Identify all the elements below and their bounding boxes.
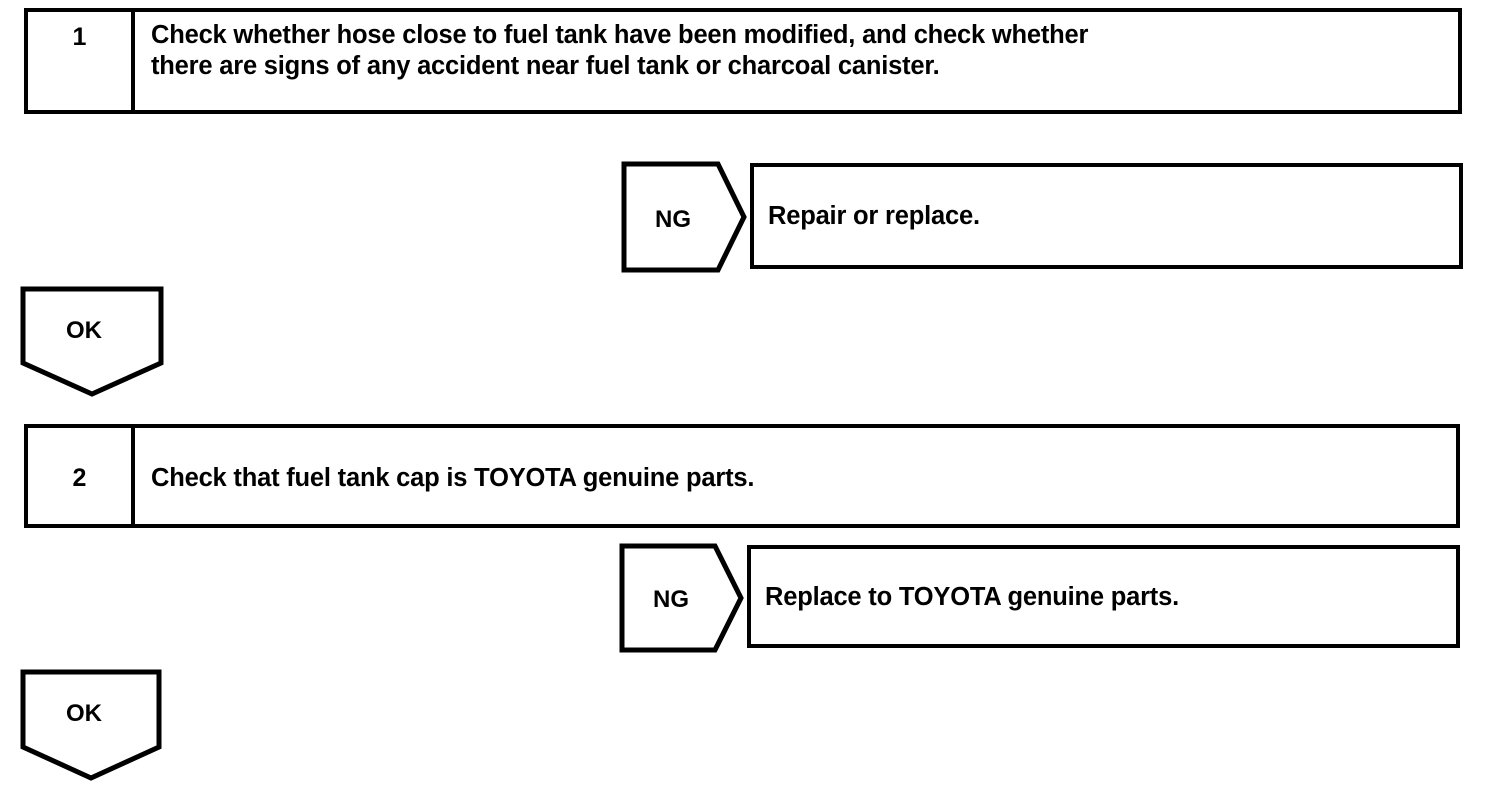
ng-action-text-1: Repair or replace. bbox=[768, 202, 980, 230]
ng-chevron-2: NG bbox=[618, 542, 746, 654]
step-2-number: 2 bbox=[72, 464, 87, 492]
step-1-number: 1 bbox=[72, 23, 87, 51]
ok-pentagon-2: OK bbox=[18, 667, 164, 781]
step-1-text: Check whether hose close to fuel tank ha… bbox=[151, 21, 1089, 80]
ok-pentagon-1: OK bbox=[18, 284, 166, 400]
ng-label-2: NG bbox=[653, 586, 689, 613]
step-1-number-cell: 1 bbox=[28, 12, 135, 110]
step-box-1: 1 Check whether hose close to fuel tank … bbox=[24, 8, 1462, 114]
ng-chevron-1: NG bbox=[620, 160, 748, 274]
step-2-text: Check that fuel tank cap is TOYOTA genui… bbox=[151, 464, 755, 492]
ng-label-1: NG bbox=[655, 206, 691, 233]
ng-action-box-1: Repair or replace. bbox=[750, 163, 1463, 269]
ng-action-box-2: Replace to TOYOTA genuine parts. bbox=[747, 545, 1460, 648]
ok-label-1: OK bbox=[66, 317, 102, 344]
step-2-number-cell: 2 bbox=[28, 428, 135, 524]
ng-action-text-2: Replace to TOYOTA genuine parts. bbox=[765, 582, 1179, 611]
step-box-2: 2 Check that fuel tank cap is TOYOTA gen… bbox=[24, 424, 1460, 528]
ok-label-2: OK bbox=[66, 700, 102, 727]
